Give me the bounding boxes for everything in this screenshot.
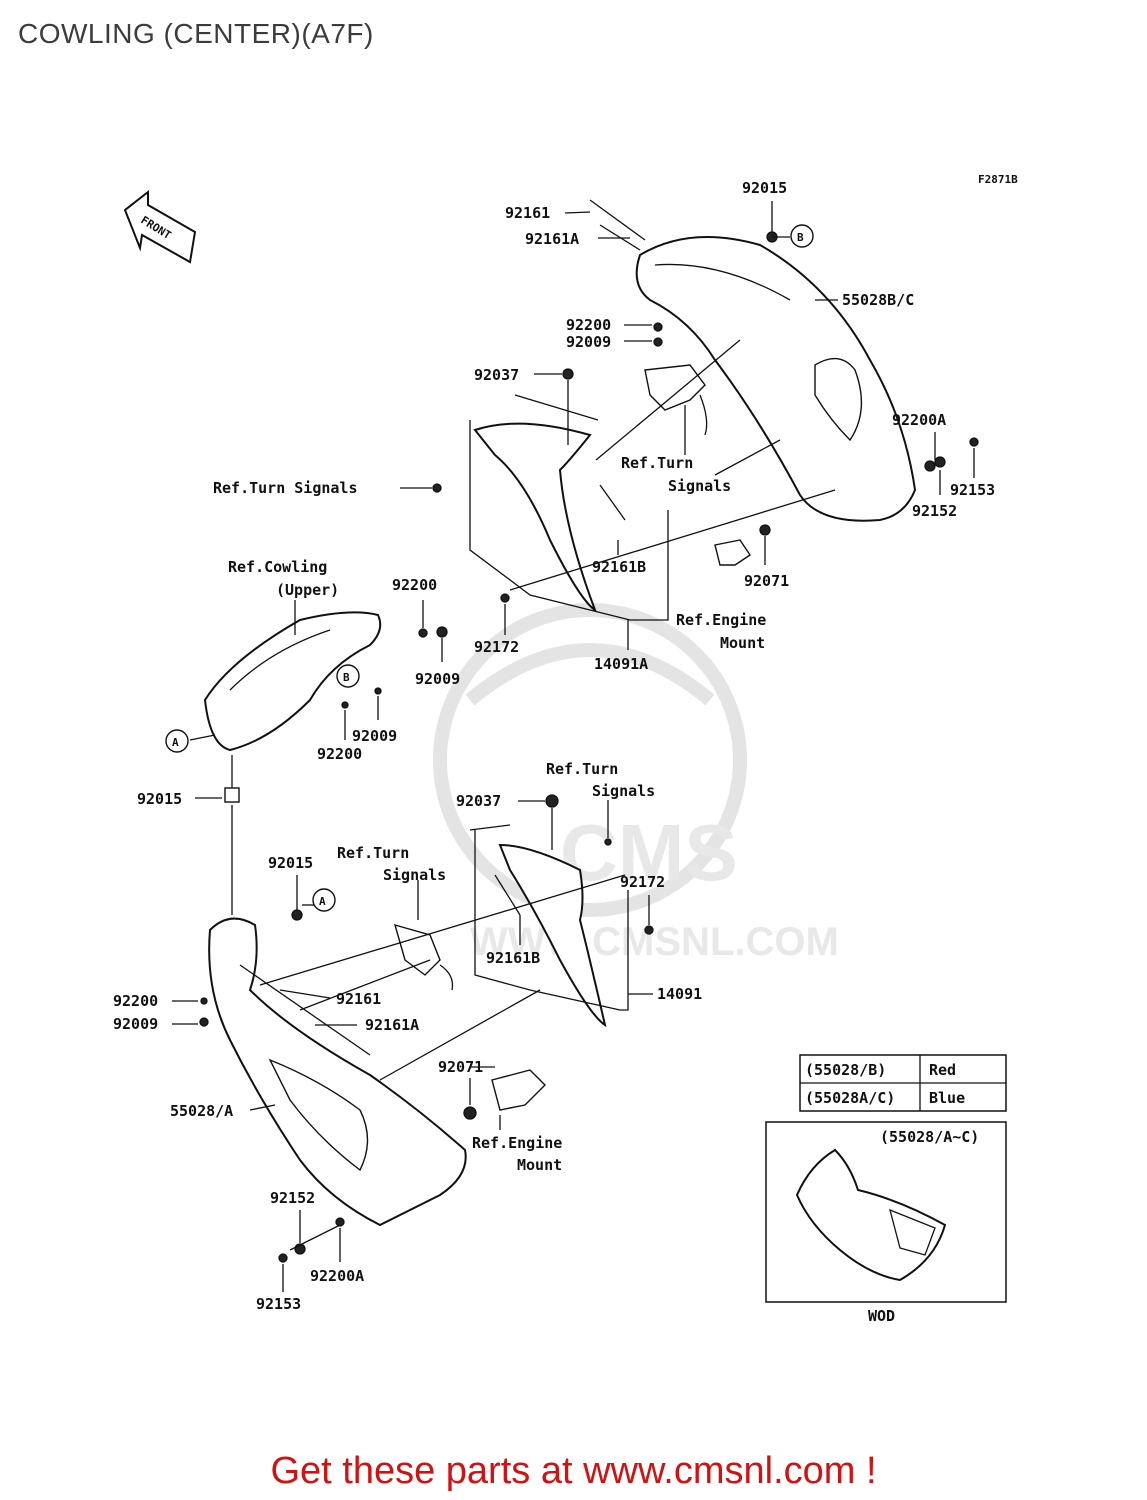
label-ref-engine-top-2: Mount [720,634,765,652]
label-92161-top: 92161 [505,204,550,222]
label-92161A-top: 92161A [525,230,579,248]
label-ref-turn-mid-2: Signals [592,782,655,800]
label-92153-top: 92153 [950,481,995,499]
label-92200A-bot: 92200A [310,1267,364,1285]
callout-a-mid: A [165,729,189,753]
label-92152-top: 92152 [912,502,957,520]
label-92037-top: 92037 [474,366,519,384]
label-92200A-top: 92200A [892,411,946,429]
label-92071-top: 92071 [744,572,789,590]
inset-label: (55028/A~C) [880,1128,979,1146]
label-ref-cowling-1: Ref.Cowling [228,558,327,576]
footer-cta[interactable]: Get these parts at www.cmsnl.com ! [0,1450,1147,1493]
label-92161B-bot: 92161B [486,949,540,967]
label-14091A: 14091A [594,655,648,673]
ref-cowling-upper-part [203,611,382,752]
svg-text:A: A [319,895,326,908]
inner-panel-14091A-part [473,422,598,613]
label-92015-bot: 92015 [268,854,313,872]
svg-text:B: B [797,231,804,244]
label-92153-bot: 92153 [256,1295,301,1313]
callout-b-mid: B [336,664,360,688]
hardware-bottom [199,794,654,1263]
label-92161B-top: 92161B [592,558,646,576]
label-55028BC: 55028B/C [842,291,914,309]
turn-signal-bracket-top-part [644,364,706,411]
bushing-92015-part [224,787,240,803]
watermark-logo-text: CMS [560,808,738,897]
label-ref-turn-top-1: Ref.Turn [621,454,693,472]
label-ref-turn-bot-1: Ref.Turn [337,844,409,862]
label-92172-top: 92172 [474,638,519,656]
leader-lines-top [189,201,975,915]
color-name-row-1: Red [929,1061,956,1079]
label-92200-top: 92200 [566,316,611,334]
inner-panel-14091-part [498,843,607,1028]
label-ref-engine-bot-1: Ref.Engine [472,1134,562,1152]
label-92200-mid: 92200 [392,576,437,594]
label-ref-engine-top-1: Ref.Engine [676,611,766,629]
label-92009-top: 92009 [566,333,611,351]
cowling-center-lower-part [208,917,467,1227]
label-92152-bot: 92152 [270,1189,315,1207]
color-code-row-2: (55028A/C) [805,1089,895,1107]
callout-b-top: B [790,224,814,248]
callout-a-bottom: A [312,888,336,912]
inset-box: (55028/A~C) WOD [765,1121,1007,1325]
turn-signal-bracket-bottom-part [393,923,441,976]
inset-caption: WOD [868,1307,895,1325]
label-92200-mid2: 92200 [317,745,362,763]
inset-cowling-part [795,1148,947,1282]
label-14091: 14091 [657,985,702,1003]
label-92009-bot: 92009 [113,1015,158,1033]
watermark-logo: CMS WWW.CMSNL.COM [433,603,839,964]
label-ref-turn-top-2: Signals [668,477,731,495]
label-92161-bot: 92161 [336,990,381,1008]
label-92071-bot: 92071 [438,1058,483,1076]
label-92015-mid: 92015 [137,790,182,808]
watermark-url-text: WWW.CMSNL.COM [470,920,839,964]
label-92161A-bot: 92161A [365,1016,419,1034]
label-55028A: 55028/A [170,1102,233,1120]
footer-cta-link[interactable]: Get these parts at www.cmsnl.com ! [270,1450,877,1492]
parts-diagram: CMS WWW.CMSNL.COM FRONT F2871B [113,173,1018,1325]
label-92009-mid: 92009 [415,670,460,688]
svg-text:B: B [343,671,350,684]
label-ref-turn-mid-1: Ref.Turn [546,760,618,778]
figure-code: F2871B [978,173,1018,186]
color-table: (55028/B) Red (55028A/C) Blue [799,1054,1007,1112]
label-ref-turn-bot-2: Signals [383,866,446,884]
part-labels: 92161 92161A 92015 55028B/C 92200 92009 … [113,179,995,1313]
front-arrow-icon: FRONT [123,189,197,264]
label-ref-turn-left: Ref.Turn Signals [213,479,358,497]
label-92172-bot: 92172 [620,873,665,891]
label-92037-bot: 92037 [456,792,501,810]
color-name-row-2: Blue [929,1089,965,1107]
label-92200-bot: 92200 [113,992,158,1010]
svg-text:A: A [172,736,179,749]
cowling-center-upper-part [635,236,917,522]
color-code-row-1: (55028/B) [805,1061,886,1079]
leader-lines-bottom [172,800,653,1292]
label-ref-cowling-2: (Upper) [276,581,339,599]
page-title: COWLING (CENTER)(A7F) [18,18,374,49]
label-92015-top: 92015 [742,179,787,197]
engine-mount-bracket-top-part [714,539,751,566]
label-92009-mid2: 92009 [352,727,397,745]
label-ref-engine-bot-2: Mount [517,1156,562,1174]
engine-mount-bracket-bottom-part [491,1069,546,1111]
